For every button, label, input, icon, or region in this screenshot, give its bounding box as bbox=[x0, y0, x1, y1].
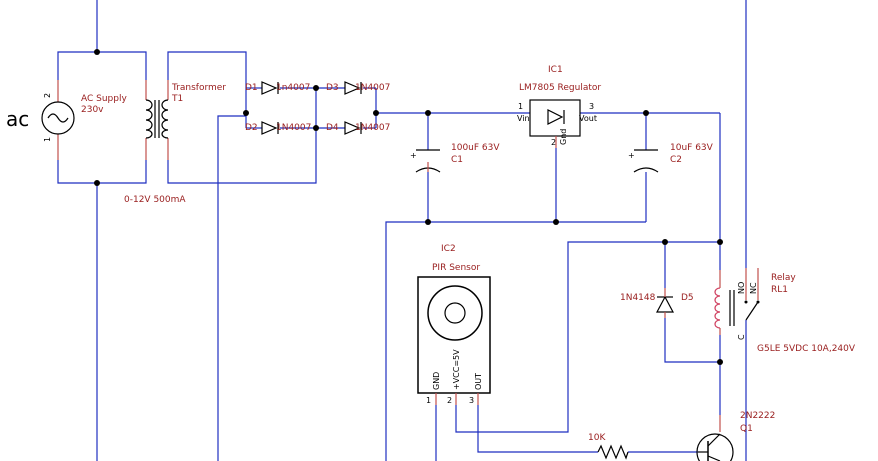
svg-text:D4: D4 bbox=[326, 123, 339, 133]
ac-source-label: AC Supply bbox=[81, 94, 127, 104]
relay-rl1[interactable]: NO NC C Relay RL1 G5LE 5VDC 10A,240V bbox=[714, 268, 856, 354]
svg-text:C: C bbox=[737, 334, 746, 340]
q1-part: 2N2222 bbox=[740, 411, 775, 421]
resistor-value: 10K bbox=[588, 433, 606, 443]
svg-text:1N4007: 1N4007 bbox=[355, 123, 390, 133]
transformer[interactable]: Transformer T1 0-12V 500mA bbox=[124, 80, 226, 205]
transformer-ref: T1 bbox=[171, 94, 183, 104]
svg-text:3: 3 bbox=[469, 396, 474, 405]
transistor-q1[interactable]: 2N2222 Q1 bbox=[696, 411, 775, 461]
svg-text:D1: D1 bbox=[245, 83, 258, 93]
diode-d5[interactable]: 1N4148 D5 bbox=[620, 288, 694, 318]
ac-symbol-text: ac bbox=[6, 107, 29, 131]
svg-text:3: 3 bbox=[589, 102, 594, 111]
diode-d4[interactable]: D4 1N4007 bbox=[326, 121, 390, 135]
regulator-ref: IC1 bbox=[548, 65, 563, 75]
svg-text:NC: NC bbox=[749, 282, 758, 294]
svg-text:+: + bbox=[628, 151, 635, 160]
d5-ref: D5 bbox=[681, 293, 694, 303]
relay-ref: RL1 bbox=[771, 285, 788, 295]
transformer-rating: 0-12V 500mA bbox=[124, 195, 186, 205]
pir-lens-icon bbox=[427, 285, 483, 341]
c2-ref: C2 bbox=[670, 155, 682, 165]
svg-text:D3: D3 bbox=[326, 83, 339, 93]
svg-text:1N4007: 1N4007 bbox=[355, 83, 390, 93]
svg-text:1N4007: 1N4007 bbox=[276, 123, 311, 133]
resistor-10k[interactable]: 10K bbox=[588, 433, 629, 460]
svg-text:Vout: Vout bbox=[579, 114, 597, 123]
svg-text:Vin: Vin bbox=[517, 114, 530, 123]
diode-d2[interactable]: D2 1N4007 bbox=[245, 121, 311, 135]
junction-dots bbox=[94, 49, 723, 365]
ac-source-icon bbox=[41, 101, 75, 135]
svg-text:2: 2 bbox=[43, 93, 52, 98]
c1-ref: C1 bbox=[451, 155, 463, 165]
svg-text:1: 1 bbox=[43, 137, 52, 142]
svg-text:GND: GND bbox=[432, 372, 441, 390]
d5-part: 1N4148 bbox=[620, 293, 656, 303]
svg-text:2: 2 bbox=[551, 138, 556, 147]
svg-text:1n4007: 1n4007 bbox=[276, 83, 310, 93]
relay-label: Relay bbox=[771, 273, 796, 283]
wires bbox=[57, 0, 747, 461]
diode-d3[interactable]: D3 1N4007 bbox=[326, 81, 390, 95]
svg-text:D2: D2 bbox=[245, 123, 258, 133]
svg-text:OUT: OUT bbox=[474, 373, 483, 390]
diode-d1[interactable]: D1 1n4007 bbox=[245, 81, 310, 95]
svg-text:Gnd: Gnd bbox=[559, 129, 568, 145]
ac-source-voltage: 230v bbox=[81, 105, 104, 115]
pir-sensor-ic2[interactable]: IC2 PIR Sensor GND +VCC=5V OUT 1 2 3 bbox=[417, 244, 491, 405]
pir-ref: IC2 bbox=[441, 244, 456, 254]
svg-text:+: + bbox=[410, 151, 417, 160]
q1-ref: Q1 bbox=[740, 424, 753, 434]
c1-value: 100uF 63V bbox=[451, 143, 500, 153]
pir-name: PIR Sensor bbox=[432, 263, 480, 273]
capacitor-c1[interactable]: + 100uF 63V C1 bbox=[410, 143, 500, 173]
ac-source[interactable]: ac 2 1 AC Supply 230v bbox=[6, 80, 127, 160]
capacitor-c2[interactable]: + 10uF 63V C2 bbox=[628, 143, 714, 173]
regulator-part: LM7805 Regulator bbox=[519, 83, 601, 93]
relay-rating: G5LE 5VDC 10A,240V bbox=[757, 344, 856, 354]
regulator-ic1[interactable]: IC1 LM7805 Regulator 1 3 Vin Vout 2 Gnd bbox=[517, 65, 601, 148]
svg-text:NO: NO bbox=[737, 282, 746, 294]
svg-text:2: 2 bbox=[447, 396, 452, 405]
transformer-label: Transformer bbox=[171, 83, 226, 93]
svg-text:1: 1 bbox=[426, 396, 431, 405]
c2-value: 10uF 63V bbox=[670, 143, 714, 153]
svg-text:+VCC=5V: +VCC=5V bbox=[452, 349, 461, 390]
svg-text:1: 1 bbox=[518, 102, 523, 111]
